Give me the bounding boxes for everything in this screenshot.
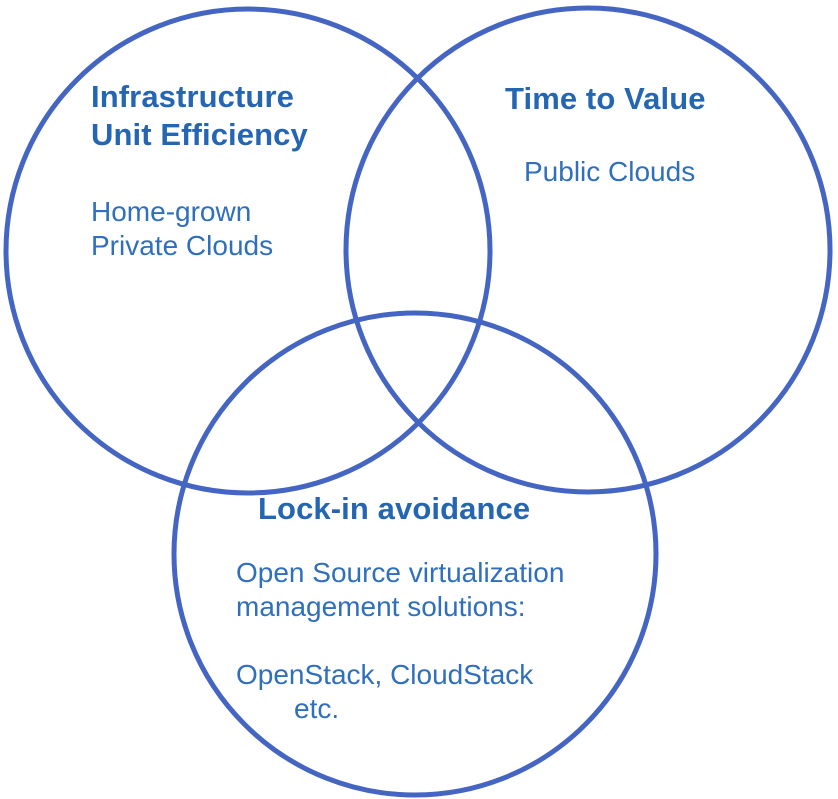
lock-in-body-extra-line-1: OpenStack, CloudStack — [236, 659, 534, 690]
time-to-value-body-line-1: Public Clouds — [524, 156, 696, 187]
lock-in-heading: Lock-in avoidance — [258, 490, 530, 528]
lock-in-body-extra-line-2: etc. — [294, 693, 340, 725]
infrastructure-body-line-2: Private Clouds — [91, 230, 274, 262]
circle-infrastructure — [3, 6, 493, 496]
lock-in-heading-line-1: Lock-in avoidance — [258, 491, 531, 526]
time-to-value-heading: Time to Value — [505, 80, 706, 118]
lock-in-body-line-2: management solutions: — [236, 591, 526, 623]
infrastructure-heading-line-1: Infrastructure — [91, 79, 294, 114]
circle-time-to-value — [343, 5, 833, 495]
infrastructure-heading: Infrastructure Unit Efficiency — [91, 78, 308, 154]
infrastructure-body-line-1: Home-grown — [91, 196, 252, 227]
time-to-value-body: Public Clouds — [524, 155, 695, 189]
infrastructure-body: Home-grown Private Clouds — [91, 195, 273, 263]
infrastructure-heading-line-2: Unit Efficiency — [91, 116, 308, 152]
lock-in-body-line-1: Open Source virtualization — [236, 557, 565, 588]
circle-lock-in — [171, 310, 659, 798]
time-to-value-heading-line-1: Time to Value — [505, 81, 706, 116]
lock-in-body-extra: OpenStack, CloudStack etc. — [236, 658, 533, 726]
lock-in-body: Open Source virtualization management so… — [236, 556, 564, 624]
